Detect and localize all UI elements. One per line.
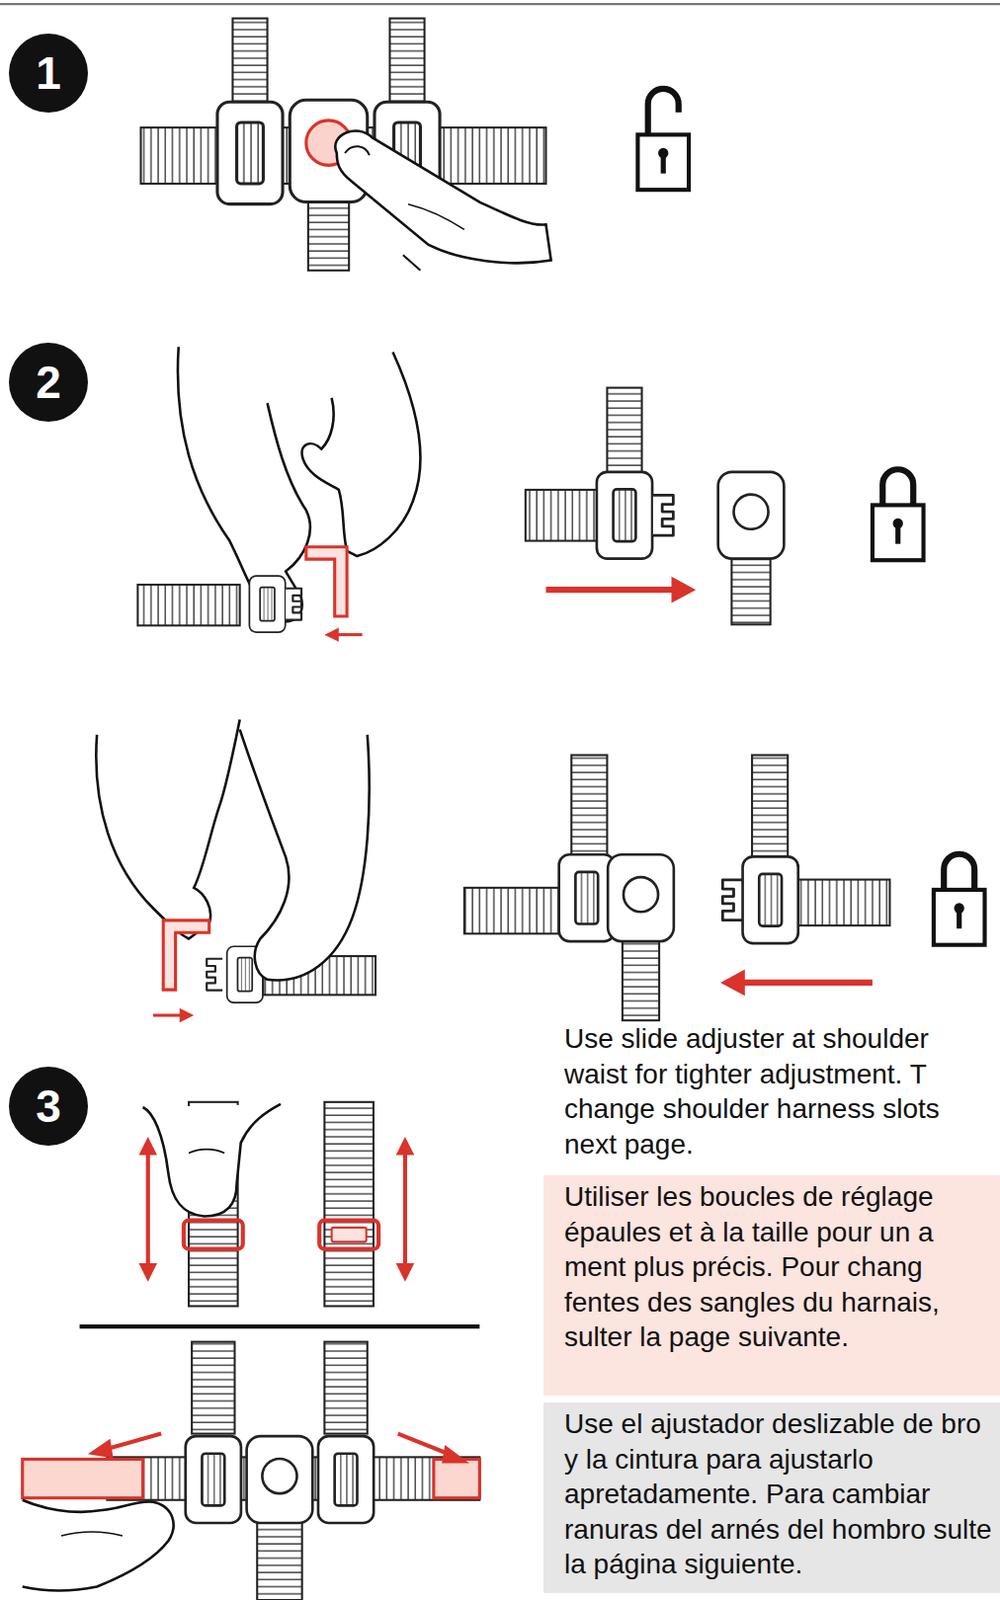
step-number: 2: [35, 355, 62, 410]
translation-band: Use el ajustador deslizable de bro y la …: [543, 1403, 1000, 1594]
translation-band: Utiliser les boucles de réglage épaules …: [543, 1175, 1000, 1397]
step-number-badge: 2: [8, 342, 88, 422]
step-number: 1: [35, 46, 62, 100]
step-number-badge: 3: [8, 1067, 88, 1147]
instruction-text: Use slide adjuster at shoulder waist for…: [564, 1021, 992, 1163]
step-number: 3: [35, 1080, 62, 1134]
instruction-text: Utiliser les boucles de réglage épaules …: [564, 1179, 993, 1356]
step-number-badge: 1: [8, 33, 88, 113]
instruction-text: Use el ajustador deslizable de bro y la …: [564, 1407, 993, 1584]
